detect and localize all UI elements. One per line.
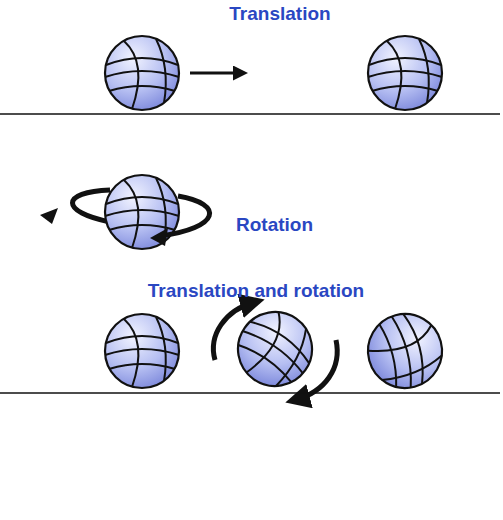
motion-label: Translation and rotation xyxy=(148,281,364,302)
motion-label: Translation xyxy=(229,4,330,25)
motion-label: Rotation xyxy=(236,215,313,236)
